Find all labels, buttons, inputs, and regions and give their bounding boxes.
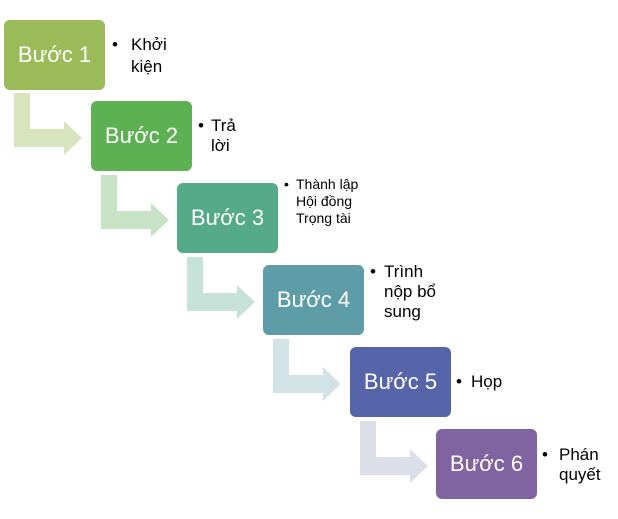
step-4-note-text: Trình nộp bổ sung bbox=[384, 262, 436, 321]
step-4-box: Bước 4 bbox=[263, 265, 364, 335]
step-2-box: Bước 2 bbox=[91, 101, 192, 171]
step-5-box: Bước 5 bbox=[350, 347, 451, 417]
step-3-label: Bước 3 bbox=[190, 205, 265, 230]
step-3-note-text: Thành lập Hội đồng Trọng tài bbox=[296, 176, 359, 226]
step-1-label: Bước 1 bbox=[17, 42, 92, 67]
bullet-icon: • bbox=[542, 445, 548, 464]
step-6-box: Bước 6 bbox=[436, 429, 537, 499]
connector-arrow-3 bbox=[187, 257, 255, 319]
step-4-label: Bước 4 bbox=[276, 287, 351, 312]
bullet-icon: • bbox=[456, 372, 462, 391]
step-6-note-text: Phán quyết bbox=[559, 445, 601, 484]
bullet-icon: • bbox=[370, 262, 376, 281]
step-2-label: Bước 2 bbox=[104, 123, 179, 148]
step-4-note: • Trình nộp bổ sung bbox=[370, 262, 450, 322]
step-5-note: • Họp bbox=[456, 372, 536, 392]
step-6-label: Bước 6 bbox=[449, 451, 524, 476]
step-2-note-text: Trả lời bbox=[211, 116, 236, 155]
connector-arrow-1 bbox=[14, 93, 82, 155]
step-1-note-text: Khởi kiện bbox=[131, 35, 167, 76]
step-6-note: • Phán quyết bbox=[542, 445, 618, 485]
connector-arrow-5 bbox=[360, 421, 428, 483]
bullet-icon: • bbox=[198, 116, 204, 135]
step-5-note-text: Họp bbox=[471, 372, 503, 391]
bullet-icon: • bbox=[284, 176, 289, 192]
step-1-note: • Khởi kiện bbox=[112, 34, 192, 78]
step-2-note: • Trả lời bbox=[198, 116, 258, 156]
connector-arrow-2 bbox=[101, 175, 169, 237]
step-5-label: Bước 5 bbox=[363, 369, 438, 394]
step-3-note: • Thành lập Hội đồng Trọng tài bbox=[284, 176, 374, 227]
step-1-box: Bước 1 bbox=[4, 20, 105, 90]
bullet-icon: • bbox=[112, 35, 118, 54]
step-3-box: Bước 3 bbox=[177, 183, 278, 253]
connector-arrow-4 bbox=[273, 339, 341, 401]
